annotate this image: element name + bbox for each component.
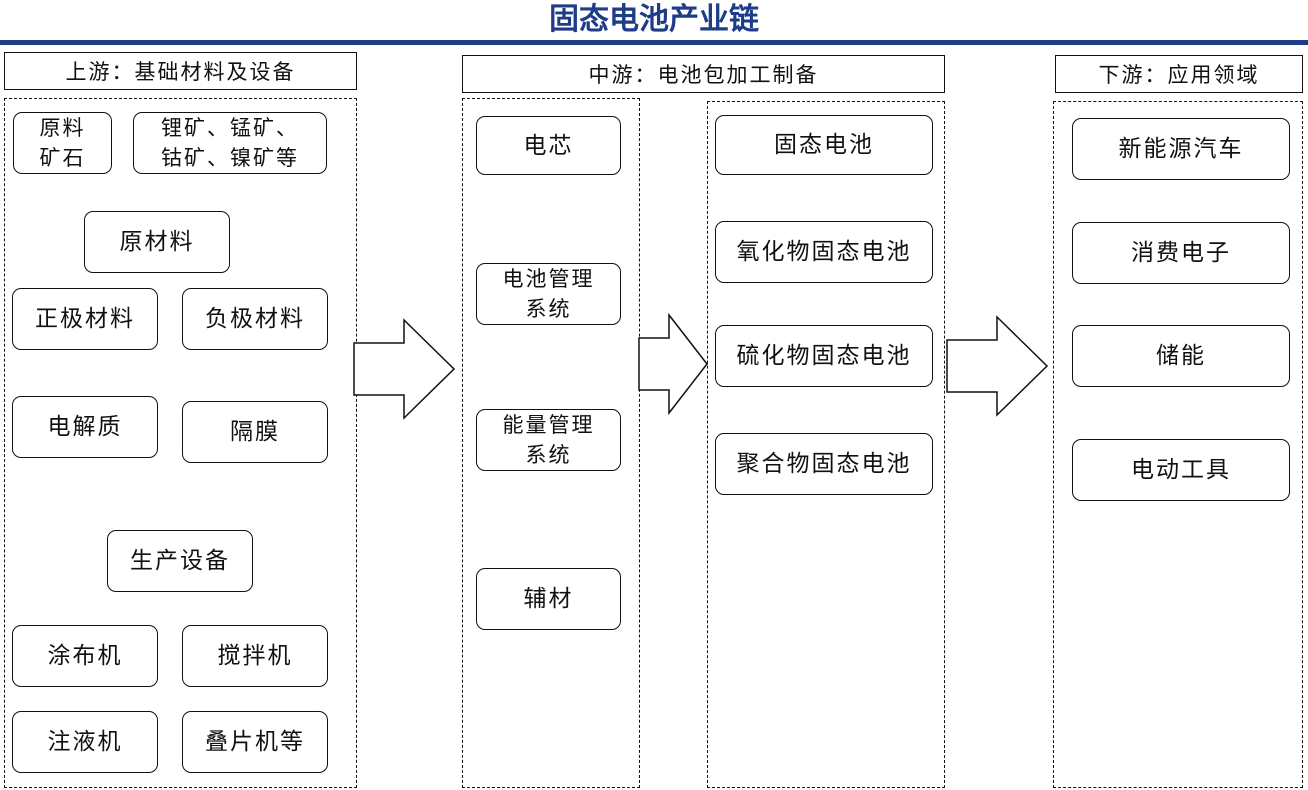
component-item: 能量管理 系统 bbox=[476, 409, 621, 471]
raw-materials-box: 原材料 bbox=[84, 211, 230, 273]
title-rule bbox=[0, 40, 1308, 45]
midstream-components-panel bbox=[462, 98, 640, 788]
upstream-panel bbox=[4, 98, 357, 788]
coater-box: 涂布机 bbox=[12, 625, 158, 687]
stacker-box: 叠片机等 bbox=[182, 711, 328, 773]
equipment-box: 生产设备 bbox=[107, 530, 253, 592]
diagram-title: 固态电池产业链 bbox=[549, 2, 759, 37]
downstream-panel bbox=[1053, 101, 1303, 788]
battery-type-item: 硫化物固态电池 bbox=[715, 325, 933, 387]
midstream-batteries-panel bbox=[707, 101, 945, 788]
application-item: 电动工具 bbox=[1072, 439, 1290, 501]
battery-type-item: 固态电池 bbox=[715, 115, 933, 175]
anode-box: 负极材料 bbox=[182, 288, 328, 350]
upstream-header: 上游：基础材料及设备 bbox=[4, 52, 357, 90]
component-item: 电芯 bbox=[476, 116, 621, 175]
battery-type-item: 聚合物固态电池 bbox=[715, 433, 933, 495]
electrolyte-box: 电解质 bbox=[12, 396, 158, 458]
application-item: 消费电子 bbox=[1072, 222, 1290, 284]
flow-arrow-right-icon bbox=[946, 315, 1049, 417]
cathode-box: 正极材料 bbox=[12, 288, 158, 350]
midstream-header: 中游：电池包加工制备 bbox=[462, 55, 945, 93]
flow-arrow-right-icon bbox=[353, 318, 456, 420]
component-item: 辅材 bbox=[476, 568, 621, 630]
ores-box: 锂矿、锰矿、 钴矿、镍矿等 bbox=[133, 112, 327, 174]
application-item: 新能源汽车 bbox=[1072, 118, 1290, 180]
ore-label-box: 原料 矿石 bbox=[13, 112, 112, 174]
separator-box: 隔膜 bbox=[182, 401, 328, 463]
downstream-header: 下游：应用领域 bbox=[1055, 55, 1303, 93]
flow-arrow-right-icon bbox=[638, 312, 708, 416]
mixer-box: 搅拌机 bbox=[182, 625, 328, 687]
component-item: 电池管理 系统 bbox=[476, 263, 621, 325]
filler-box: 注液机 bbox=[12, 711, 158, 773]
application-item: 储能 bbox=[1072, 325, 1290, 387]
battery-type-item: 氧化物固态电池 bbox=[715, 221, 933, 283]
